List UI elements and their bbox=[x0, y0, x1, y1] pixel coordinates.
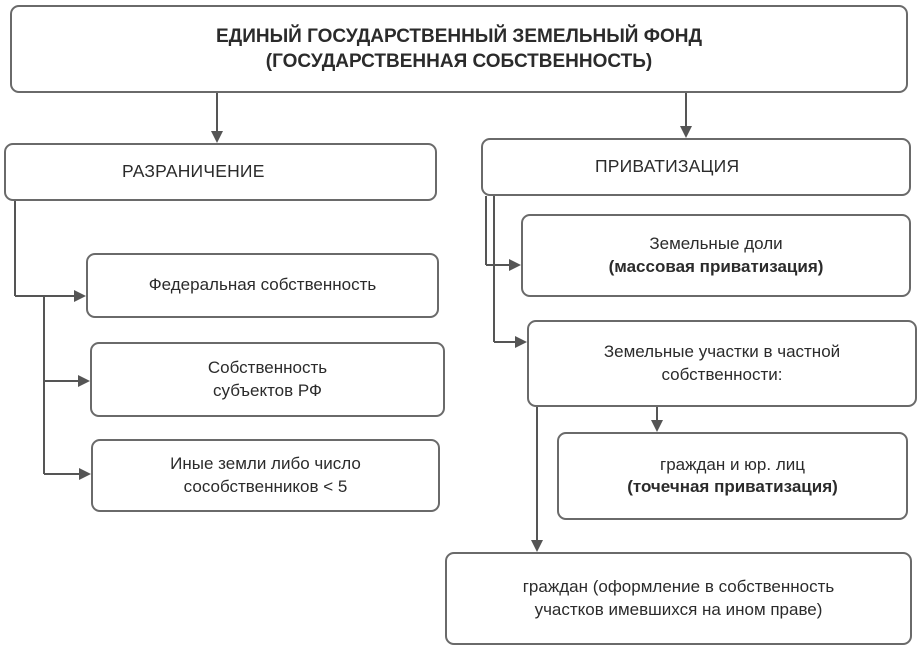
root-title: ЕДИНЫЙ ГОСУДАРСТВЕННЫЙ ЗЕМЕЛЬНЫЙ ФОНД bbox=[215, 25, 702, 47]
razgranichenie-label: РАЗРАНИЧЕНИЕ bbox=[122, 161, 265, 182]
private-plots-line2: собственности: bbox=[661, 364, 783, 384]
root-subtitle: (ГОСУДАРСТВЕННАЯ СОБСТВЕННОСТЬ) bbox=[265, 51, 653, 72]
other-lands-box: Иные земли либо число сособственников < … bbox=[91, 439, 440, 512]
subjects-property-box: Собственность субъектов РФ bbox=[90, 342, 445, 417]
other-lands-line1: Иные земли либо число bbox=[170, 454, 361, 474]
federal-property-box: Федеральная собственность bbox=[86, 253, 439, 318]
private-plots-line1: Земельные участки в частной bbox=[603, 342, 841, 362]
land-shares-line2: (массовая приватизация) bbox=[608, 256, 824, 276]
land-shares-line1: Земельные доли bbox=[649, 234, 783, 254]
citizens-legal-entities-line1: граждан и юр. лиц bbox=[660, 454, 805, 474]
razgranichenie-box: РАЗРАНИЧЕНИЕ bbox=[4, 143, 437, 201]
private-plots-box: Земельные участки в частной собственност… bbox=[527, 320, 917, 407]
privatizaciya-box: ПРИВАТИЗАЦИЯ bbox=[481, 138, 911, 196]
subjects-property-line2: субъектов РФ bbox=[213, 380, 322, 400]
privatizaciya-label: ПРИВАТИЗАЦИЯ bbox=[595, 156, 740, 177]
citizens-registration-line1: граждан (оформление в собственность bbox=[522, 577, 835, 597]
root-land-fund-box: ЕДИНЫЙ ГОСУДАРСТВЕННЫЙ ЗЕМЕЛЬНЫЙ ФОНД (Г… bbox=[10, 5, 908, 93]
subjects-property-line1: Собственность bbox=[207, 358, 328, 378]
federal-property-text: Федеральная собственность bbox=[148, 275, 377, 295]
land-shares-box: Земельные доли (массовая приватизация) bbox=[521, 214, 911, 297]
other-lands-line2: сособственников < 5 bbox=[183, 476, 348, 496]
citizens-registration-box: граждан (оформление в собственность учас… bbox=[445, 552, 912, 645]
citizens-registration-line2: участков имевшихся на ином праве) bbox=[534, 599, 823, 619]
citizens-legal-entities-line2: (точечная приватизация) bbox=[627, 477, 838, 496]
citizens-legal-entities-box: граждан и юр. лиц (точечная приватизация… bbox=[557, 432, 908, 520]
